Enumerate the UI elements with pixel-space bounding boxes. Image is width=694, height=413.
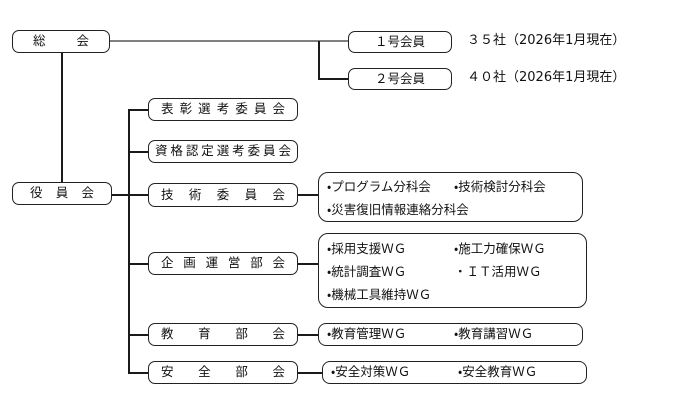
node-board: 役員会 [12, 182, 112, 205]
node-planning-division-label: 企画運営部会 [161, 255, 285, 270]
list-item: ・安全教育ＷＧ [458, 364, 538, 379]
connector-branch-safety [128, 372, 148, 374]
connector-root-to-board [61, 52, 63, 182]
node-member-type2: ２号会員 [348, 68, 452, 90]
node-award-committee: 表彰選考委員会 [148, 98, 298, 121]
connector-board-to-technical [112, 194, 148, 196]
list-item: ・機械工具維持ＷＧ [327, 287, 432, 302]
node-planning-division: 企画運営部会 [148, 252, 298, 275]
connector-branch-planning [128, 263, 148, 265]
list-item: ・ＩＴ活用ＷＧ [454, 264, 542, 279]
node-safety-division-label: 安全部会 [161, 364, 285, 379]
connector-safety-stub [298, 372, 324, 374]
connector-members-vertical [318, 41, 320, 79]
subgroup-row: ・プログラム分科会 ・技術検討分科会 [327, 175, 574, 198]
node-safety-division: 安全部会 [148, 361, 298, 384]
list-item: ・安全対策ＷＧ [331, 364, 411, 379]
subgroup-row: ・統計調査ＷＧ ・ＩＴ活用ＷＧ [327, 260, 578, 283]
safety-wg-box: ・安全対策ＷＧ ・安全教育ＷＧ [322, 361, 587, 384]
connector-branch-award [128, 109, 148, 111]
connector-branch-qualification [128, 151, 148, 153]
subgroup-row: ・機械工具維持ＷＧ [327, 283, 578, 306]
connector-root-to-members [110, 40, 348, 42]
list-item: ・技術検討分科会 [454, 179, 546, 194]
planning-wg-box: ・採用支援ＷＧ ・施工力確保ＷＧ ・統計調査ＷＧ ・ＩＴ活用ＷＧ ・機械工具維持… [318, 233, 587, 308]
list-item: ・採用支援ＷＧ [327, 241, 407, 256]
connector-trunk-vertical [128, 109, 130, 373]
list-item: ・プログラム分科会 [327, 179, 431, 194]
node-member-type1-label: １号会員 [374, 34, 425, 49]
subgroup-row: ・教育管理ＷＧ ・教育講習ＷＧ [327, 324, 574, 344]
node-general-meeting-label: 総会 [33, 33, 89, 48]
technical-subcommittees-box: ・プログラム分科会 ・技術検討分科会 ・災害復旧情報連絡分科会 [318, 172, 583, 222]
member-type2-count: ４０社（2026年1月現在） [467, 70, 626, 85]
list-item: ・教育管理ＷＧ [327, 326, 407, 341]
list-item: ・教育講習ＷＧ [454, 326, 534, 341]
node-education-division: 教育部会 [148, 323, 298, 346]
subgroup-row: ・安全対策ＷＧ ・安全教育ＷＧ [331, 362, 578, 382]
node-member-type2-label: ２号会員 [374, 71, 425, 86]
node-board-label: 役員会 [30, 185, 94, 200]
education-wg-box: ・教育管理ＷＧ ・教育講習ＷＧ [318, 323, 583, 346]
subgroup-row: ・採用支援ＷＧ ・施工力確保ＷＧ [327, 237, 578, 260]
connector-technical-stub [298, 194, 320, 196]
node-general-meeting: 総会 [12, 30, 110, 53]
list-item: ・統計調査ＷＧ [327, 264, 407, 279]
connector-planning-stub [298, 263, 320, 265]
node-award-committee-label: 表彰選考委員会 [161, 101, 285, 116]
connector-member2-stub [318, 78, 348, 80]
list-item: ・施工力確保ＷＧ [454, 241, 546, 256]
subgroup-row: ・災害復旧情報連絡分科会 [327, 198, 574, 221]
connector-education-stub [298, 334, 320, 336]
node-education-division-label: 教育部会 [161, 326, 285, 341]
connector-branch-education [128, 334, 148, 336]
node-qualification-committee: 資格認定選考委員会 [148, 140, 298, 163]
member-type1-count: ３５社（2026年1月現在） [467, 33, 626, 48]
node-qualification-committee-label: 資格認定選考委員会 [155, 143, 291, 158]
node-technical-committee-label: 技術委員会 [161, 187, 285, 202]
list-item: ・災害復旧情報連絡分科会 [327, 202, 469, 217]
node-member-type1: １号会員 [348, 31, 452, 53]
node-technical-committee: 技術委員会 [148, 183, 298, 207]
